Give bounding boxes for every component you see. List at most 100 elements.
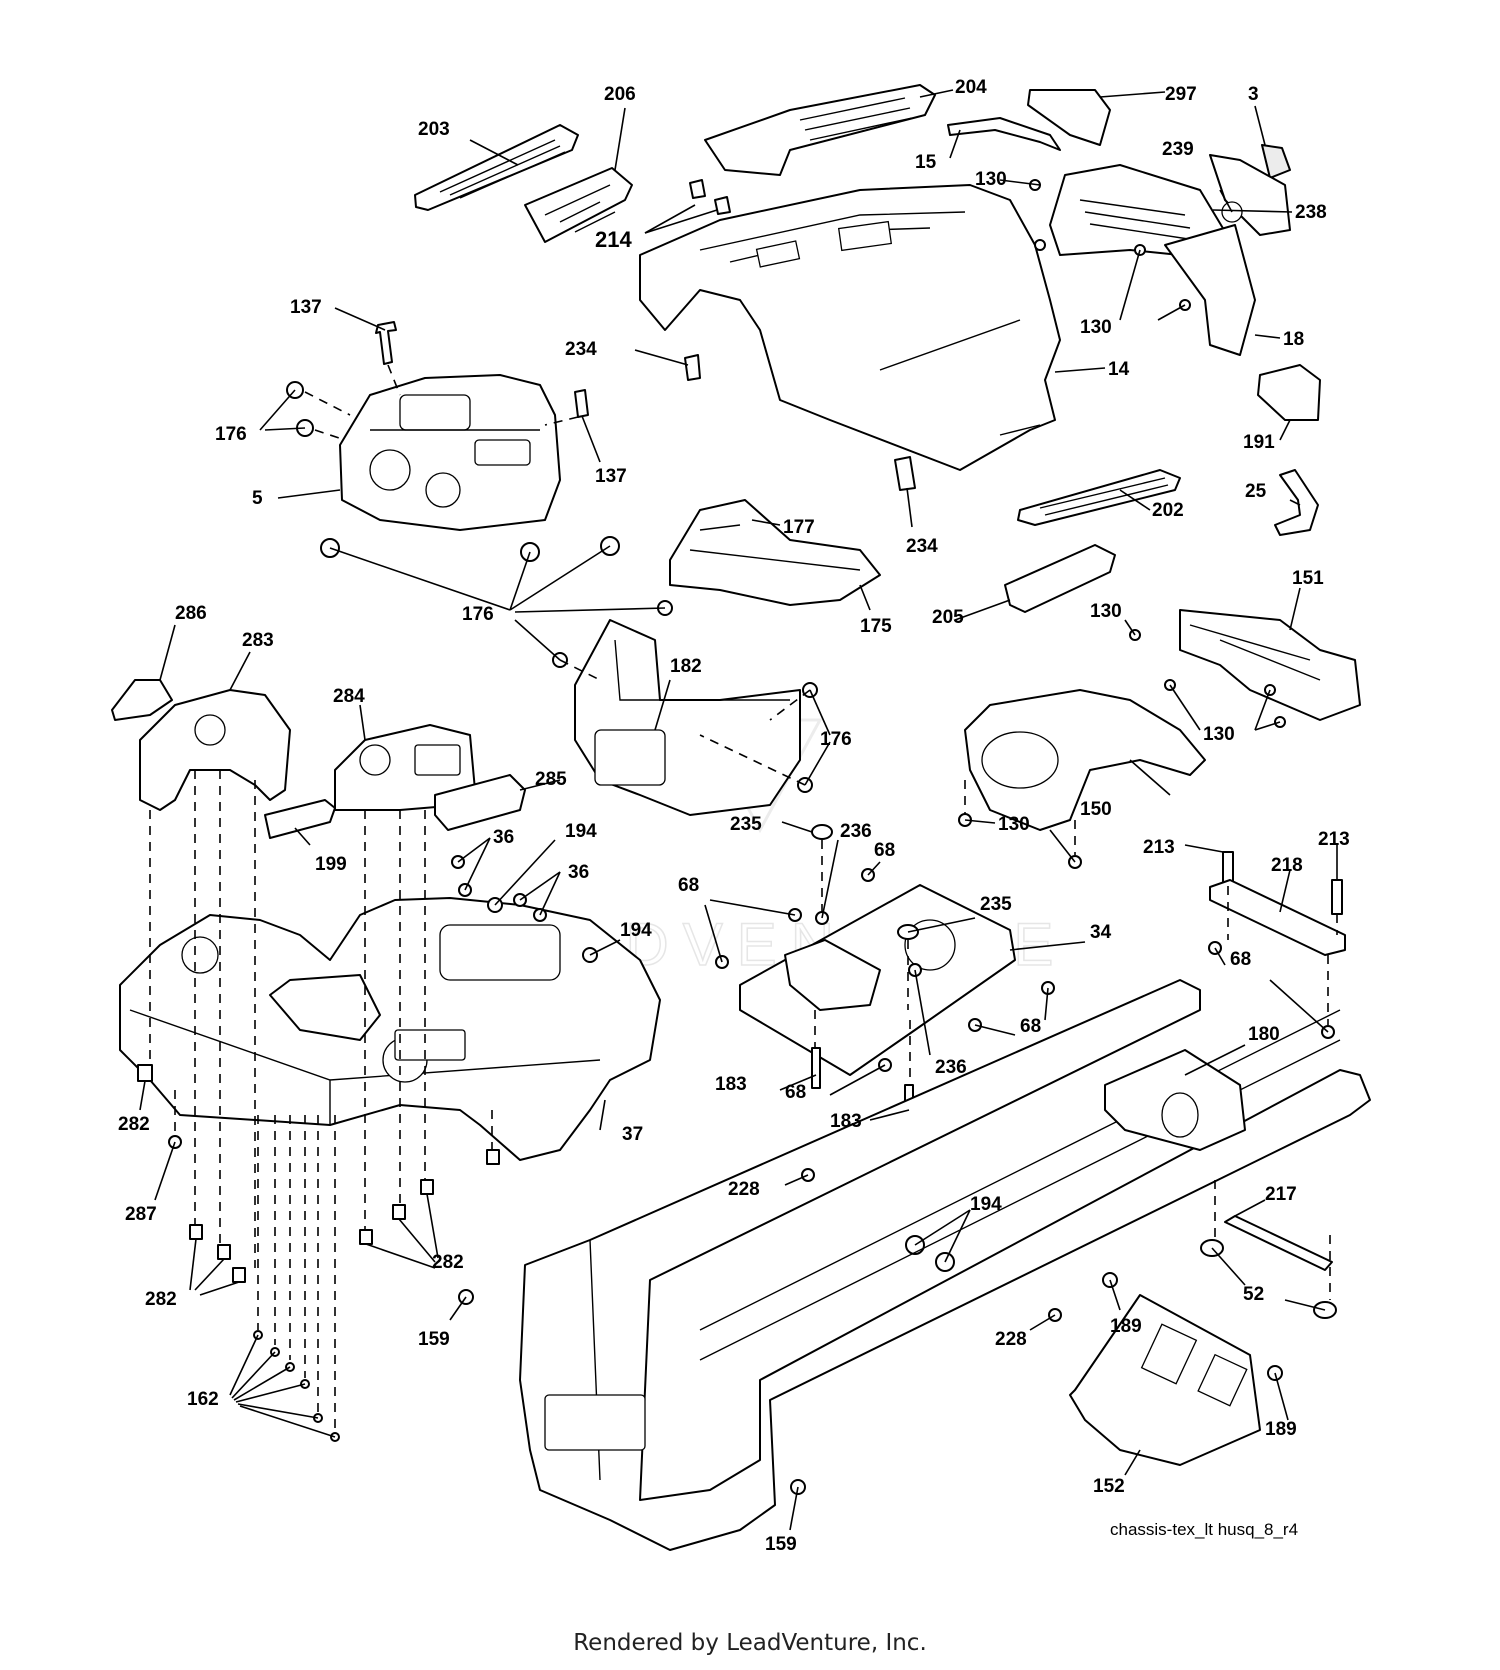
part-284-right-fender-cover[interactable] bbox=[334, 724, 476, 811]
callout-150: 150 bbox=[1080, 799, 1112, 820]
callout-130-grille: 130 bbox=[1080, 317, 1112, 338]
part-chassis-frame[interactable] bbox=[519, 979, 1371, 1551]
callout-202: 202 bbox=[1152, 500, 1184, 521]
part-151-bracket[interactable] bbox=[1179, 609, 1361, 721]
callout-194-top: 194 bbox=[565, 821, 597, 842]
callout-52: 52 bbox=[1243, 1284, 1264, 1305]
part-285-cup-holder[interactable] bbox=[434, 774, 526, 831]
callout-235-mid: 235 bbox=[980, 894, 1012, 915]
callout-68-lower: 68 bbox=[785, 1082, 806, 1103]
part-37-fender-deck[interactable] bbox=[119, 897, 661, 1161]
part-206-bracket[interactable] bbox=[524, 167, 633, 243]
callout-180: 180 bbox=[1248, 1024, 1280, 1045]
part-217-rod[interactable] bbox=[1224, 1215, 1333, 1271]
callout-175: 175 bbox=[860, 616, 892, 637]
callout-130-bracket-top: 130 bbox=[1090, 601, 1122, 622]
callout-137-right: 137 bbox=[595, 466, 627, 487]
callout-283: 283 bbox=[242, 630, 274, 651]
callout-152: 152 bbox=[1093, 1476, 1125, 1497]
part-137-pin-upper[interactable] bbox=[375, 321, 397, 365]
callout-236-lower: 236 bbox=[935, 1057, 967, 1078]
callout-284: 284 bbox=[333, 686, 365, 707]
callout-282-left: 282 bbox=[118, 1114, 150, 1135]
part-5-dash-panel[interactable] bbox=[339, 374, 561, 531]
part-191-cover[interactable] bbox=[1257, 364, 1321, 421]
part-3-emblem[interactable] bbox=[1261, 144, 1291, 179]
callout-130-top: 130 bbox=[975, 169, 1007, 190]
callout-183-left: 183 bbox=[715, 1074, 747, 1095]
part-150-belt-shield[interactable] bbox=[964, 689, 1206, 831]
callout-36-top: 36 bbox=[493, 827, 514, 848]
callout-234-top: 234 bbox=[565, 339, 597, 360]
part-218-strap[interactable] bbox=[1209, 879, 1346, 956]
part-204-hood-top-cover[interactable] bbox=[704, 84, 936, 176]
callout-18: 18 bbox=[1283, 329, 1304, 350]
callouts: 203 206 204 297 3 15 130 239 238 214 130… bbox=[118, 77, 1350, 1555]
part-282-clips[interactable] bbox=[137, 1064, 500, 1283]
part-175-steering-bracket[interactable] bbox=[669, 499, 881, 606]
footer-credit: Rendered by LeadVenture, Inc. bbox=[573, 1630, 927, 1656]
callout-162: 162 bbox=[187, 1389, 219, 1410]
part-14-hood[interactable] bbox=[639, 184, 1061, 471]
callout-34: 34 bbox=[1090, 922, 1112, 943]
callout-176-center: 176 bbox=[462, 604, 494, 625]
callout-286: 286 bbox=[175, 603, 207, 624]
part-203-side-grille[interactable] bbox=[414, 124, 579, 211]
callout-214: 214 bbox=[595, 227, 632, 252]
callout-191: 191 bbox=[1243, 432, 1275, 453]
callout-217: 217 bbox=[1265, 1184, 1297, 1205]
part-283-left-fender-cover[interactable] bbox=[139, 689, 291, 811]
callout-189-left: 189 bbox=[1110, 1316, 1142, 1337]
callout-236-top: 236 bbox=[840, 821, 872, 842]
callout-218: 218 bbox=[1271, 855, 1303, 876]
callout-151: 151 bbox=[1292, 568, 1324, 589]
callout-3: 3 bbox=[1248, 84, 1259, 105]
callout-130-bracket: 130 bbox=[1203, 724, 1235, 745]
part-286-handle[interactable] bbox=[111, 679, 173, 721]
callout-282-bottom-mid: 282 bbox=[432, 1252, 464, 1273]
callout-282-bottom-left: 282 bbox=[145, 1289, 177, 1310]
callout-205: 205 bbox=[932, 607, 964, 628]
callout-137-top: 137 bbox=[290, 297, 322, 318]
part-180-axle-support[interactable] bbox=[1104, 1049, 1246, 1151]
part-234-clip-upper[interactable] bbox=[684, 354, 701, 381]
callout-182: 182 bbox=[670, 656, 702, 677]
part-52-bushings[interactable] bbox=[1200, 1239, 1337, 1319]
callout-206: 206 bbox=[604, 84, 636, 105]
callout-183-right: 183 bbox=[830, 1111, 862, 1132]
callout-228-top: 228 bbox=[728, 1179, 760, 1200]
part-15-strip[interactable] bbox=[947, 117, 1061, 151]
callout-68-plate-left: 68 bbox=[678, 875, 699, 896]
callout-235-top: 235 bbox=[730, 814, 762, 835]
callout-5: 5 bbox=[252, 488, 263, 509]
part-182-lower-panel[interactable] bbox=[574, 619, 801, 816]
callout-68-top: 68 bbox=[874, 840, 895, 861]
callout-204: 204 bbox=[955, 77, 987, 98]
callout-194-lower: 194 bbox=[970, 1194, 1002, 1215]
callout-228-lower: 228 bbox=[995, 1329, 1027, 1350]
leader-lines bbox=[139, 89, 1338, 1531]
part-202-grille[interactable] bbox=[1017, 469, 1181, 526]
part-199-clip-plate[interactable] bbox=[264, 799, 336, 839]
callout-176-right: 176 bbox=[820, 729, 852, 750]
callout-213-right: 213 bbox=[1318, 829, 1350, 850]
callout-15: 15 bbox=[915, 152, 937, 173]
callout-37: 37 bbox=[622, 1124, 643, 1145]
callout-176-left: 176 bbox=[215, 424, 247, 445]
callout-159-bottom: 159 bbox=[765, 1534, 797, 1555]
part-137-pin-right[interactable] bbox=[574, 389, 589, 418]
callout-238: 238 bbox=[1295, 202, 1327, 223]
part-234-clip-lower[interactable] bbox=[894, 456, 916, 491]
callout-14: 14 bbox=[1108, 359, 1130, 380]
part-205-step[interactable] bbox=[1004, 544, 1116, 613]
callout-130-shield: 130 bbox=[998, 814, 1030, 835]
part-214-clips[interactable] bbox=[689, 179, 731, 215]
part-297-cover[interactable] bbox=[1027, 89, 1111, 146]
callout-285: 285 bbox=[535, 769, 567, 790]
part-152-skid-plate[interactable] bbox=[1069, 1294, 1261, 1466]
callout-159-left: 159 bbox=[418, 1329, 450, 1350]
part-18-bumper-side[interactable] bbox=[1164, 224, 1256, 356]
assembly-lines bbox=[149, 364, 1338, 1430]
callout-194-mid: 194 bbox=[620, 920, 652, 941]
callout-297: 297 bbox=[1165, 84, 1197, 105]
